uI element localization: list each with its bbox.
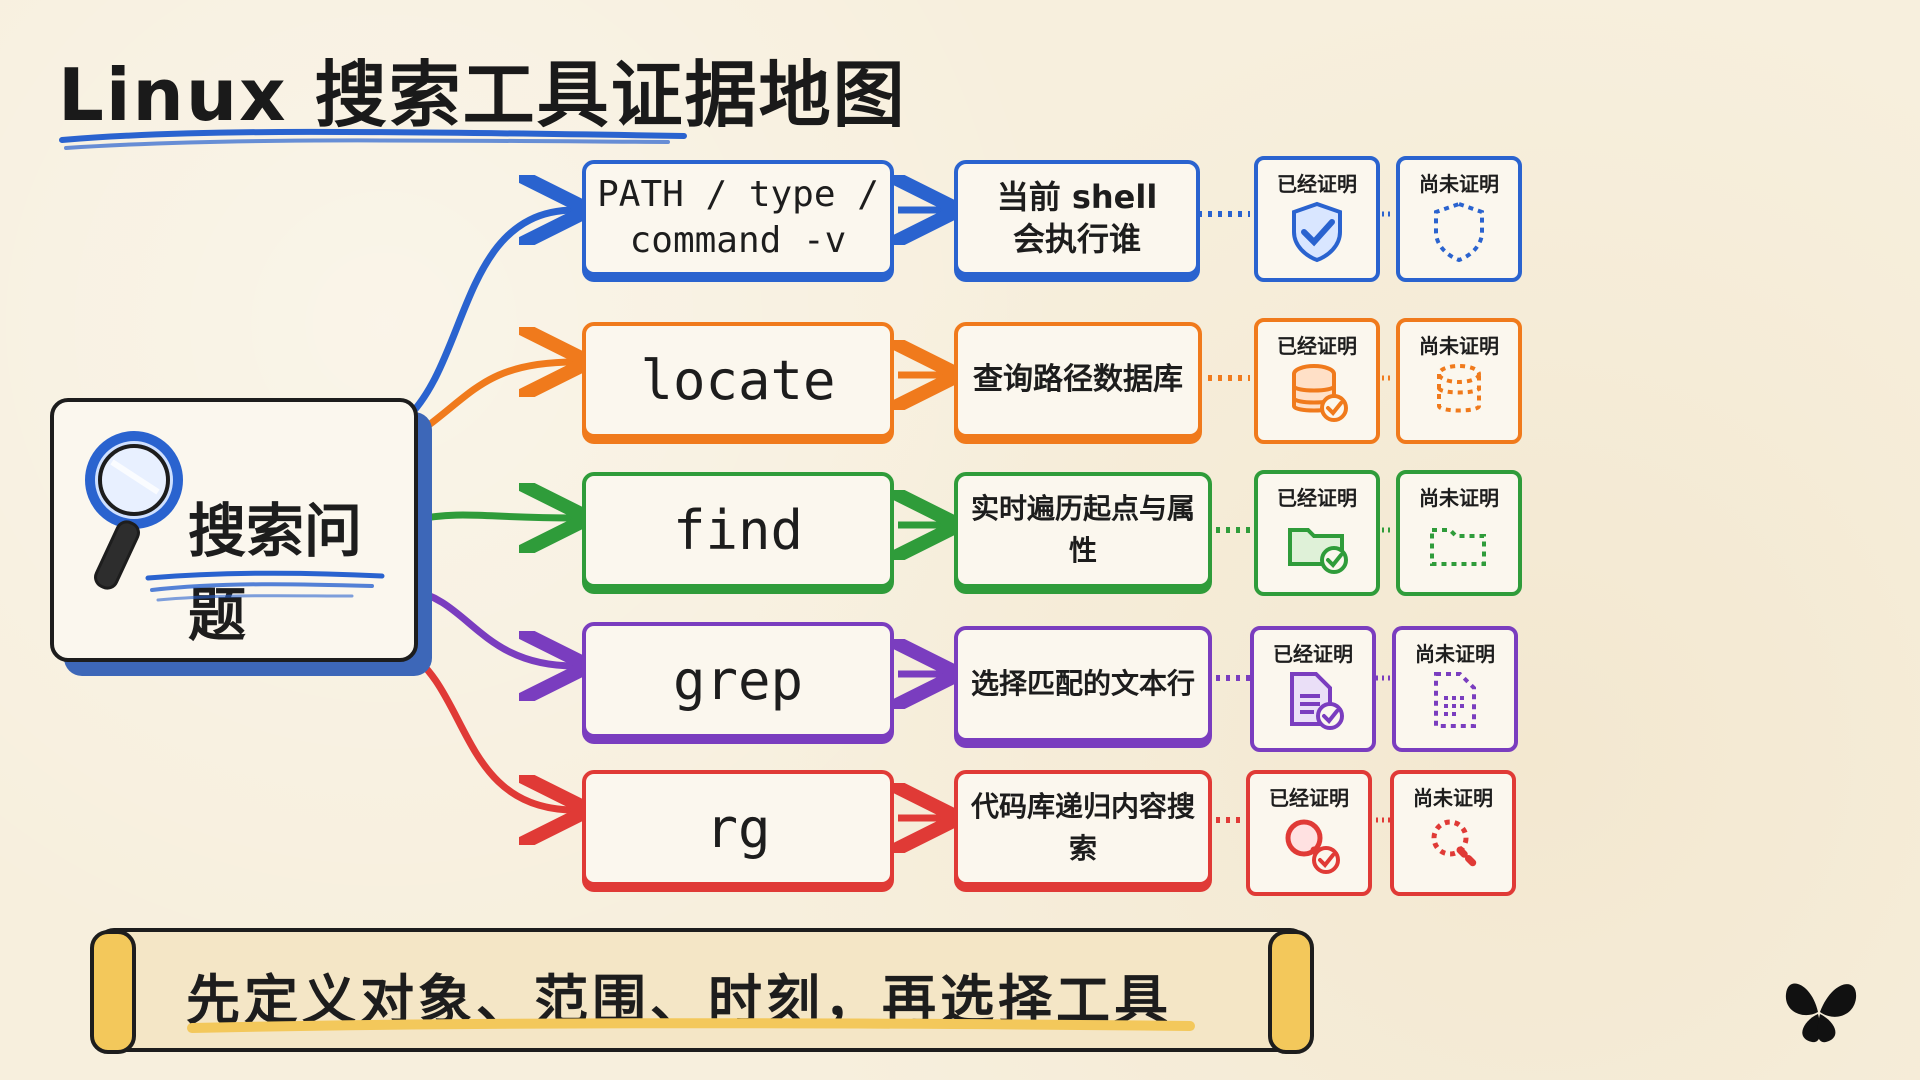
tool-card-path-type-command: PATH / type / command -v	[582, 160, 894, 276]
database-icon	[1292, 364, 1348, 422]
desc-label: 选择匹配的文本行	[970, 667, 1195, 700]
desc-card-find: 实时遍历起点与属性	[954, 472, 1212, 588]
desc-label: 代码库递归内容搜索	[970, 790, 1195, 865]
badge-unproven-label: 尚未证明	[1413, 786, 1493, 810]
desc-card-rg: 代码库递归内容搜索	[954, 770, 1212, 886]
tool-label: find	[672, 498, 804, 562]
badge-proven-5: 已经证明	[1246, 770, 1372, 896]
badge-unproven-2: 尚未证明	[1396, 318, 1522, 444]
tool-label: grep	[672, 648, 804, 712]
folder-icon	[1288, 528, 1348, 574]
desc-label: 当前 shell 会执行谁	[996, 178, 1158, 258]
badge-unproven-label: 尚未证明	[1415, 642, 1495, 666]
tool-card-rg: rg	[582, 770, 894, 886]
database-icon	[1437, 364, 1481, 413]
badge-proven-1: 已经证明	[1254, 156, 1380, 282]
desc-card-locate: 查询路径数据库	[954, 322, 1202, 438]
title-underline	[59, 128, 687, 150]
folder-icon	[1430, 528, 1486, 566]
shield-icon	[1434, 201, 1484, 263]
magnifier-icon	[85, 431, 183, 590]
tool-card-find: find	[582, 472, 894, 588]
magnifier-icon	[1431, 819, 1480, 870]
banner-right-cap	[1268, 930, 1314, 1054]
banner-underline	[187, 1018, 1195, 1033]
badge-proven-label: 已经证明	[1277, 334, 1357, 358]
tool-card-grep: grep	[582, 622, 894, 738]
badge-unproven-label: 尚未证明	[1419, 334, 1499, 358]
badge-proven-label: 已经证明	[1273, 642, 1353, 666]
badge-unproven-5: 尚未证明	[1390, 770, 1516, 896]
desc-card-shell: 当前 shell 会执行谁	[954, 160, 1200, 276]
document-icon	[1290, 672, 1344, 730]
problem-scribble	[145, 570, 385, 602]
badge-unproven-3: 尚未证明	[1396, 470, 1522, 596]
problem-card: 搜索问题	[50, 398, 418, 662]
badge-proven-4: 已经证明	[1250, 626, 1376, 752]
desc-label: 查询路径数据库	[973, 362, 1183, 397]
problem-label: 搜索问题	[188, 497, 363, 649]
document-icon	[1434, 672, 1476, 728]
summary-banner: 先定义对象、范围、时刻，再选择工具	[90, 928, 1314, 1054]
banner-left-cap	[90, 930, 136, 1054]
badge-unproven-4: 尚未证明	[1392, 626, 1518, 752]
badge-proven-2: 已经证明	[1254, 318, 1380, 444]
badge-unproven-label: 尚未证明	[1419, 172, 1499, 196]
tool-label: locate	[640, 348, 836, 412]
tool-card-locate: locate	[582, 322, 894, 438]
page-title: Linux 搜索工具证据地图	[58, 53, 907, 137]
badge-proven-3: 已经证明	[1254, 470, 1380, 596]
badge-proven-label: 已经证明	[1277, 486, 1357, 510]
butterfly-logo-icon	[1785, 983, 1857, 1043]
desc-card-grep: 选择匹配的文本行	[954, 626, 1212, 742]
badge-proven-label: 已经证明	[1277, 172, 1357, 196]
tool-label: PATH / type / command -v	[597, 174, 879, 261]
desc-label: 实时遍历起点与属性	[970, 492, 1195, 567]
badge-unproven-label: 尚未证明	[1419, 486, 1499, 510]
badge-proven-label: 已经证明	[1269, 786, 1349, 810]
shield-icon	[1292, 201, 1342, 263]
magnifier-icon	[1285, 819, 1340, 874]
badge-unproven-1: 尚未证明	[1396, 156, 1522, 282]
tool-label: rg	[705, 796, 771, 860]
